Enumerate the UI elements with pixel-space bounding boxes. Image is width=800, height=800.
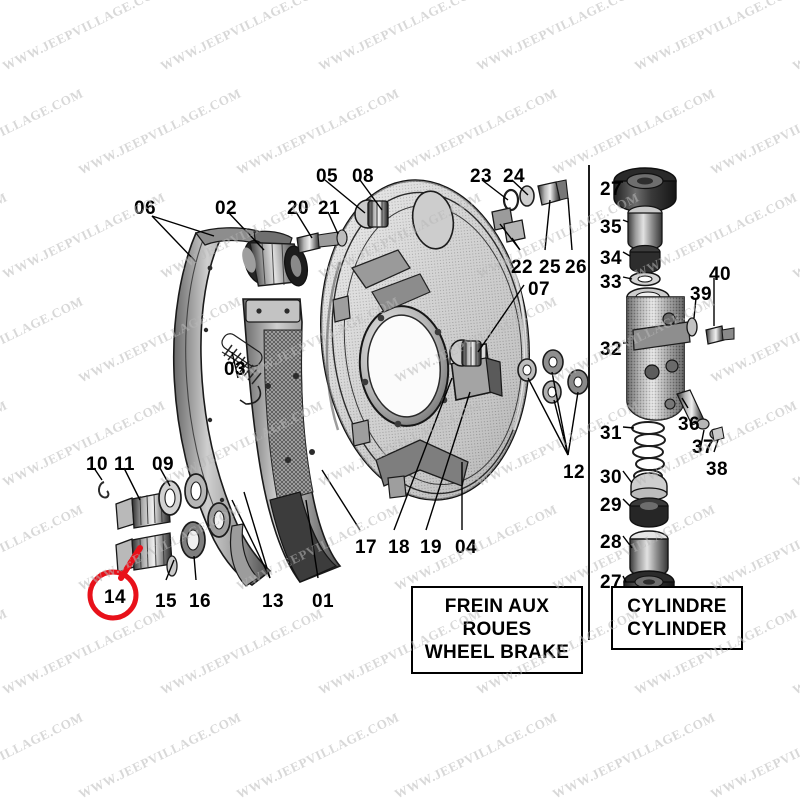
callout-label-31: 31 xyxy=(600,423,622,444)
part-backing-plate xyxy=(320,179,530,501)
callout-label-02: 02 xyxy=(215,198,237,219)
callout-label-03: 03 xyxy=(224,359,246,380)
callout-label-26: 26 xyxy=(565,257,587,278)
callout-label-17: 17 xyxy=(355,537,377,558)
part-wheel-cylinder-assembly xyxy=(242,239,309,287)
callout-label-19: 19 xyxy=(420,537,442,558)
callout-label-32: 32 xyxy=(600,339,622,360)
caption-wheel-brake-en: WHEEL BRAKE xyxy=(424,642,570,664)
callout-label-33: 33 xyxy=(600,272,622,293)
callout-label-05: 05 xyxy=(316,166,338,187)
callout-label-06: 06 xyxy=(134,198,156,219)
callout-label-29: 29 xyxy=(600,495,622,516)
callout-label-18: 18 xyxy=(388,537,410,558)
caption-wheel-brake-fr: FREIN AUX ROUES xyxy=(444,596,550,641)
callout-label-25: 25 xyxy=(539,257,561,278)
callout-label-30: 30 xyxy=(600,467,622,488)
caption-cylinder-en: CYLINDER xyxy=(627,619,727,641)
callout-label-08: 08 xyxy=(352,166,374,187)
callout-label-13: 13 xyxy=(262,591,284,612)
caption-wheel-brake: FREIN AUX ROUES WHEEL BRAKE xyxy=(411,586,583,674)
callout-label-09: 09 xyxy=(152,454,174,475)
caption-cylinder-fr: CYLINDRE xyxy=(627,596,727,617)
caption-cylinder: CYLINDRE CYLINDER xyxy=(611,586,743,651)
part-hardware-cluster-top-right xyxy=(491,179,569,243)
callout-label-38: 38 xyxy=(706,459,728,480)
callout-label-22: 22 xyxy=(511,257,533,278)
callout-label-04: 04 xyxy=(455,537,477,558)
callout-label-23: 23 xyxy=(470,166,492,187)
callout-label-15: 15 xyxy=(155,591,177,612)
callout-label-21: 21 xyxy=(318,198,340,219)
callout-label-36: 36 xyxy=(678,414,700,435)
callout-label-40: 40 xyxy=(709,264,731,285)
part-adjuster-bottom xyxy=(449,339,482,367)
callout-label-12: 12 xyxy=(563,462,585,483)
part-bolt-20-21 xyxy=(296,229,348,254)
callout-label-35: 35 xyxy=(600,217,622,238)
callout-label-10: 10 xyxy=(86,454,108,475)
callout-label-27: 27 xyxy=(600,179,622,200)
callout-label-07: 07 xyxy=(528,279,550,300)
part-small-hardware-left xyxy=(98,473,231,577)
callout-label-01: 01 xyxy=(312,591,334,612)
callout-label-16: 16 xyxy=(189,591,211,612)
callout-label-20: 20 xyxy=(287,198,309,219)
callout-label-28: 28 xyxy=(600,532,622,553)
highlight-circle xyxy=(87,569,139,621)
callout-label-11: 11 xyxy=(114,454,135,475)
part-brake-shoe-front xyxy=(229,298,342,587)
panel-divider xyxy=(588,165,590,640)
part-adjuster-top xyxy=(354,199,389,229)
callout-label-39: 39 xyxy=(690,284,712,305)
callout-label-24: 24 xyxy=(503,166,525,187)
callout-label-34: 34 xyxy=(600,248,622,269)
callout-label-14: 14 xyxy=(104,587,126,608)
part-return-spring xyxy=(221,333,263,405)
callout-label-37: 37 xyxy=(692,437,714,458)
